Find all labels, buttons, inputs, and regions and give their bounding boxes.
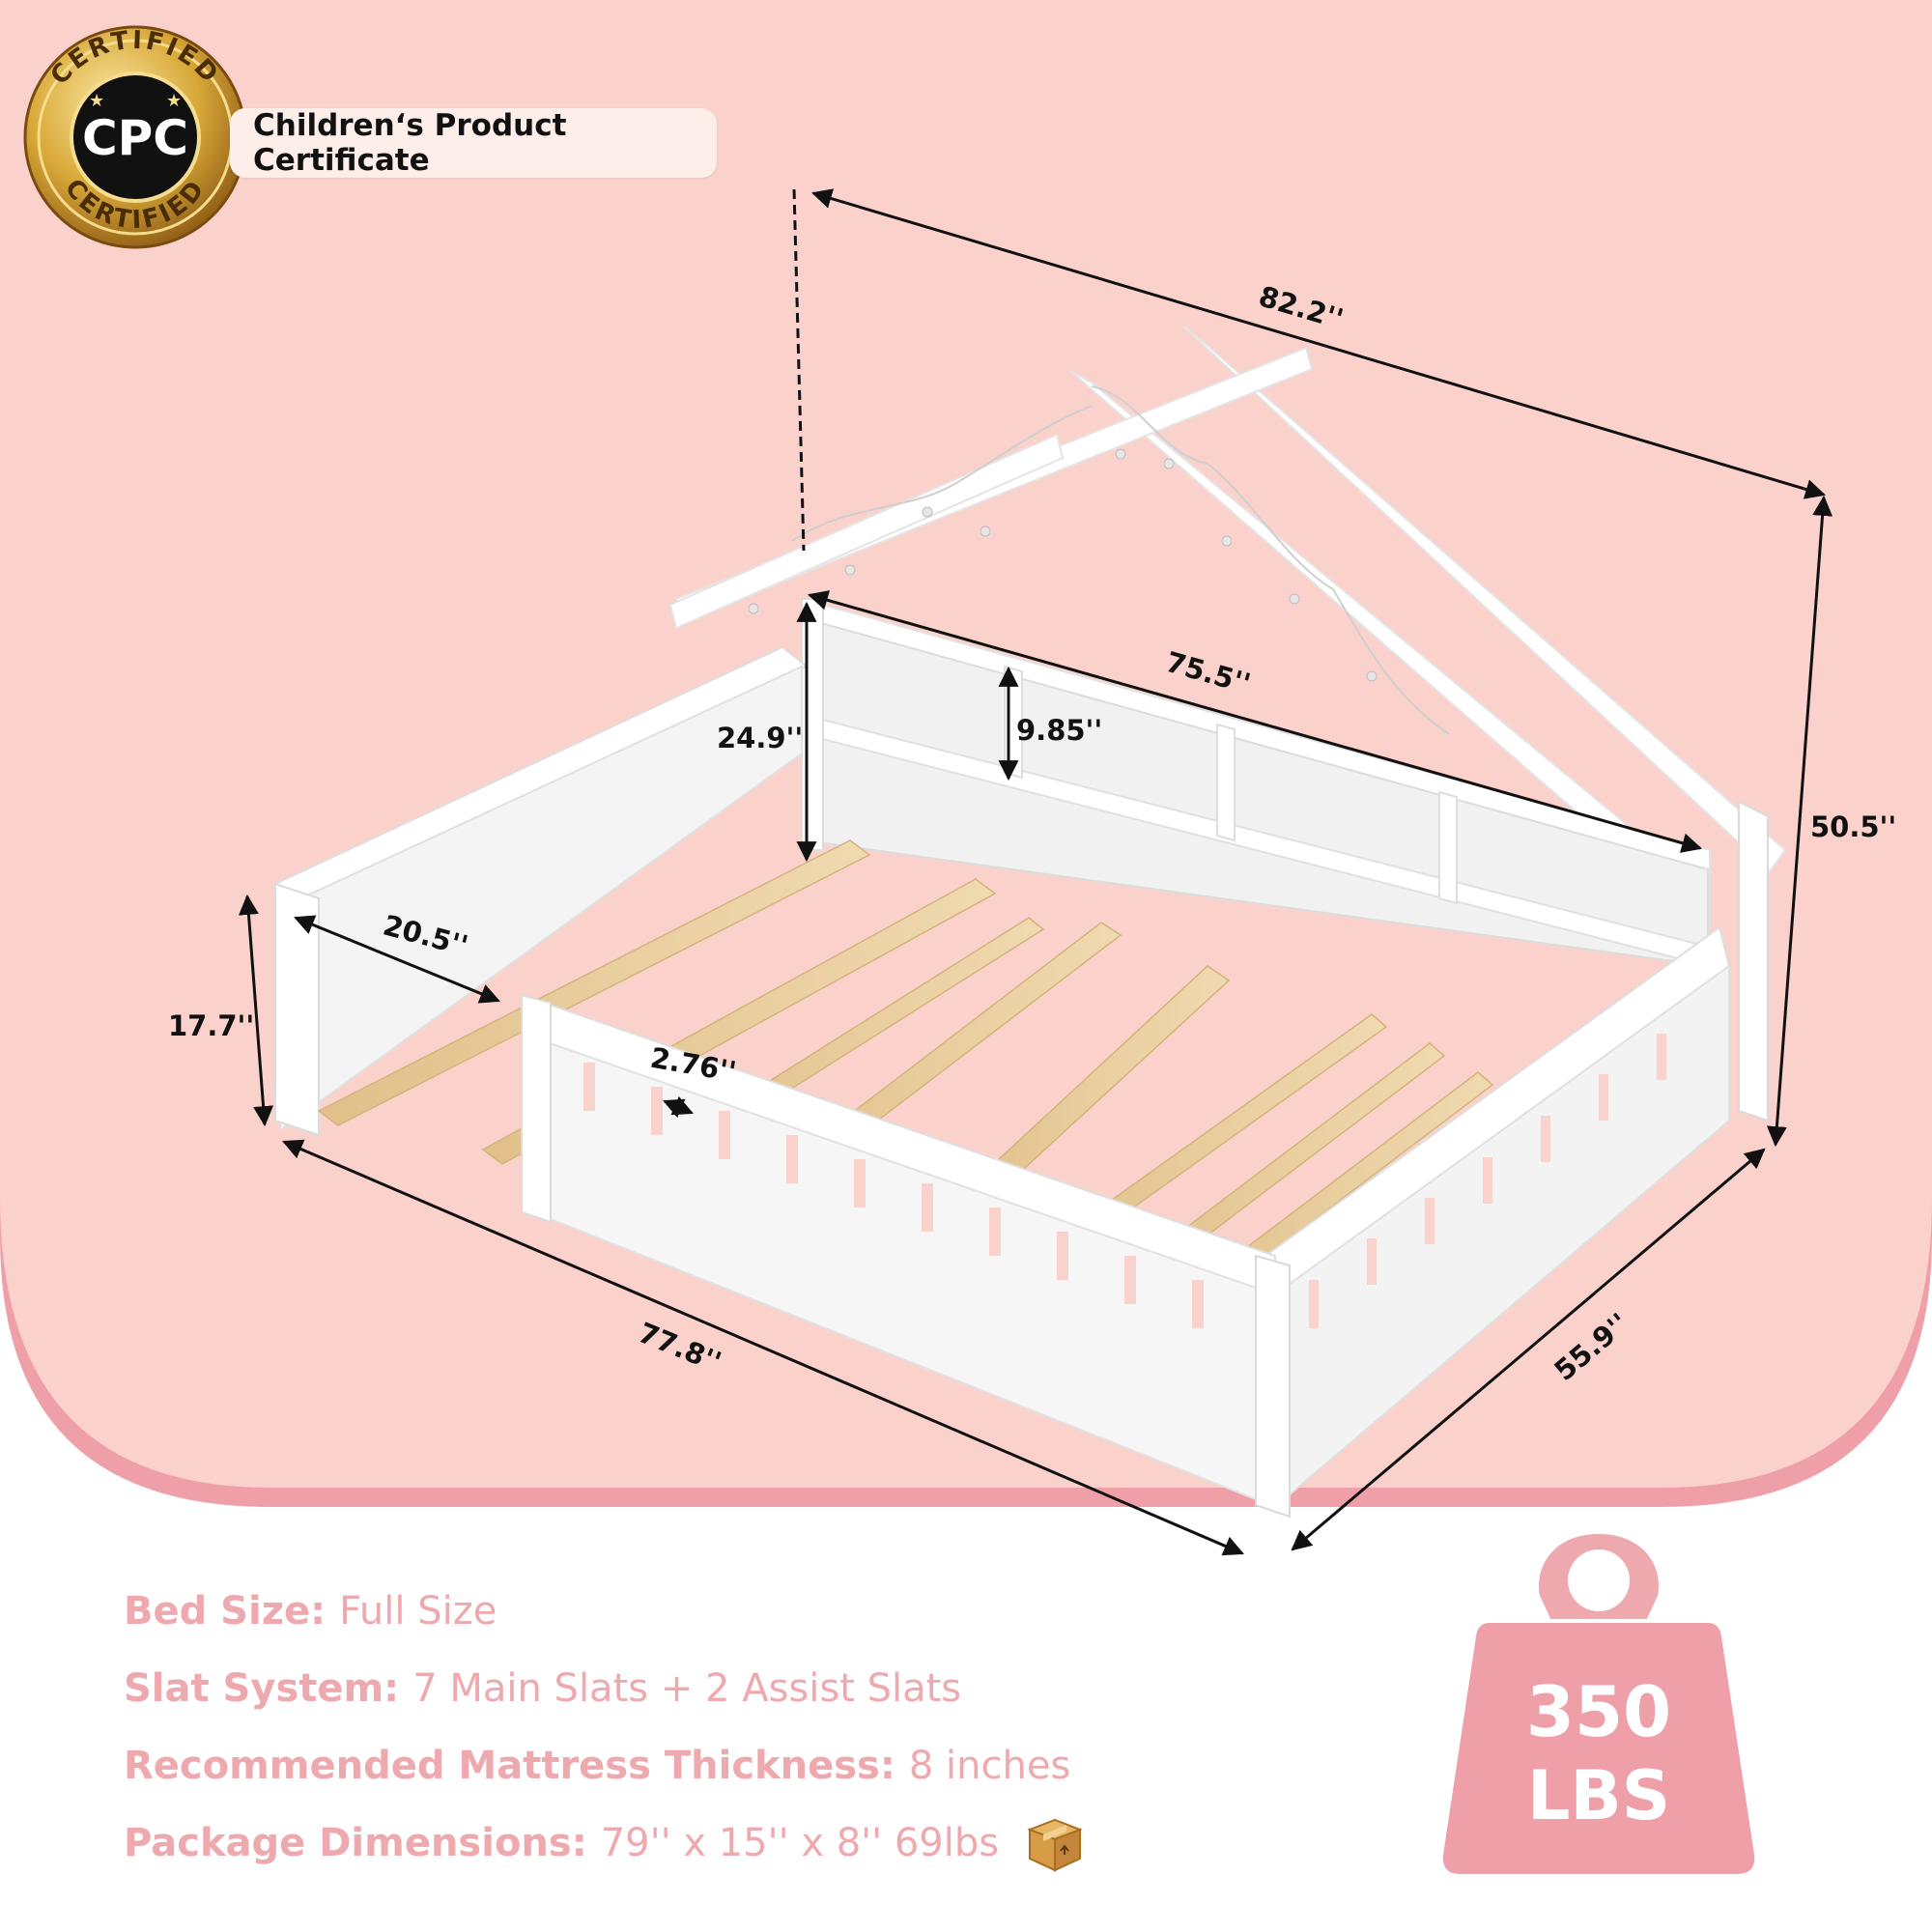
seal-badge-text: CPC	[82, 110, 188, 166]
kettlebell-weight-icon	[1439, 1534, 1758, 1878]
capacity-value: 350	[1525, 1671, 1672, 1752]
dim-shelf-height: 24.9''	[717, 722, 803, 754]
package-box-icon	[1027, 1818, 1083, 1872]
spec-package-dimensions: Package Dimensions: 79'' x 15'' x 8'' 69…	[124, 1804, 1379, 1882]
capacity-unit: LBS	[1526, 1756, 1671, 1835]
dim-rail-height: 17.7''	[168, 1009, 254, 1042]
spec-label: Recommended Mattress Thickness:	[124, 1744, 895, 1788]
spec-label: Slat System:	[124, 1666, 400, 1711]
weight-capacity: 350 LBS	[1439, 1528, 1758, 1886]
spec-label: Bed Size:	[124, 1589, 327, 1634]
spec-bed-size: Bed Size: Full Size	[124, 1573, 1379, 1650]
certificate-label: Children‘s Product Certificate	[230, 108, 717, 178]
svg-text:★: ★	[89, 91, 104, 111]
spec-mattress-thickness: Recommended Mattress Thickness: 8 inches	[124, 1727, 1379, 1804]
spec-value: 7 Main Slats + 2 Assist Slats	[412, 1666, 962, 1711]
spec-value: 79'' x 15'' x 8'' 69lbs	[600, 1821, 1000, 1865]
spec-value: Full Size	[339, 1589, 497, 1634]
dim-cubby-height: 9.85''	[1016, 714, 1102, 747]
spec-list: Bed Size: Full Size Slat System: 7 Main …	[124, 1573, 1379, 1882]
dim-overall-height: 50.5''	[1810, 810, 1896, 843]
svg-text:★: ★	[166, 91, 182, 111]
spec-slat-system: Slat System: 7 Main Slats + 2 Assist Sla…	[124, 1650, 1379, 1727]
cpc-seal-icon: CERTIFIED CERTIFIED CPC ★ ★	[23, 25, 247, 249]
spec-value: 8 inches	[908, 1744, 1071, 1788]
spec-label: Package Dimensions:	[124, 1821, 587, 1865]
